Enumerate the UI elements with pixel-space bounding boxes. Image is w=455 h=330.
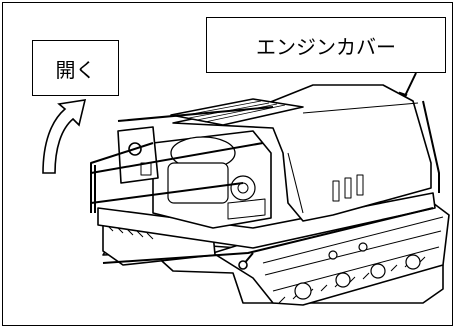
open-arrow-icon — [42, 99, 87, 174]
diagram-frame: 開く エンジンカバー — [2, 2, 453, 326]
engine-cover-label-box: エンジンカバー — [206, 17, 446, 73]
open-label: 開く — [55, 57, 96, 82]
open-label-box: 開く — [32, 40, 119, 96]
machine-body — [90, 84, 450, 306]
machine-illustration — [42, 72, 450, 306]
engine-cover-label: エンジンカバー — [256, 34, 396, 59]
